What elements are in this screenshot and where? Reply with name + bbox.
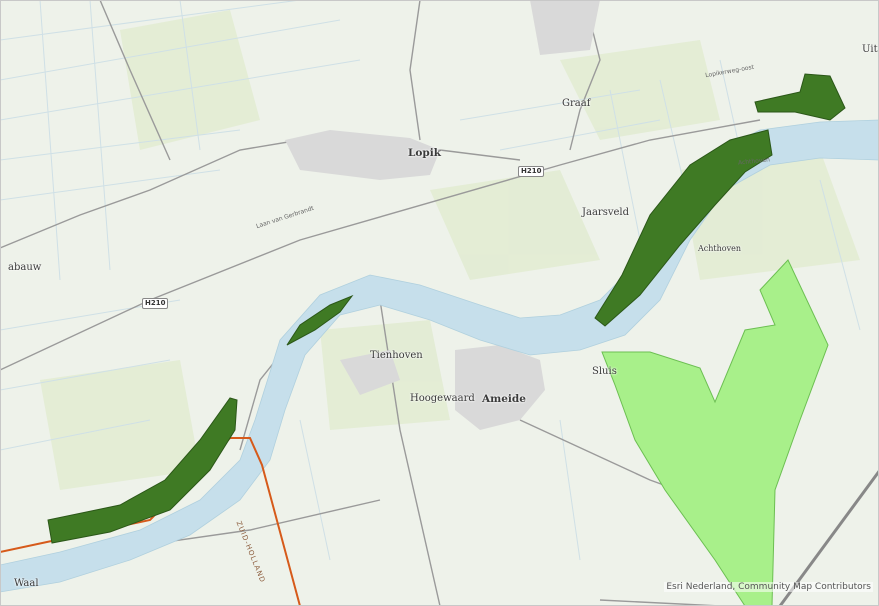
road-shield-h210-west: H210: [142, 298, 169, 309]
place-label-graaf: Graaf: [562, 98, 591, 109]
place-label-waal: Waal: [14, 578, 39, 589]
place-label-jaarsveld: Jaarsveld: [582, 207, 630, 218]
dark-polygon-east: [754, 73, 846, 121]
roads: [0, 0, 761, 606]
road-shield-h210-east: H210: [518, 166, 545, 177]
light-green-area: [601, 259, 829, 606]
map-attribution: Esri Nederland, Community Map Contributo…: [664, 582, 873, 592]
builtup: [285, 0, 600, 430]
ditch-lines: [0, 0, 861, 561]
place-label-hoogewaard: Hoogewaard: [410, 393, 475, 404]
dark-polygon-west: [47, 397, 238, 544]
dark-polygon-jaarsveld: [594, 129, 773, 327]
place-label-uit: Uit: [862, 44, 878, 55]
dark-polygon-middle: [286, 294, 354, 346]
place-label-tienhoven: Tienhoven: [370, 350, 423, 361]
place-label-abauw: abauw: [8, 262, 42, 273]
place-label-sluis: Sluis: [592, 366, 617, 377]
place-label-lopik: Lopik: [408, 147, 441, 159]
place-label-ameide: Ameide: [482, 393, 526, 405]
place-label-achthoven: Achthoven: [698, 244, 741, 253]
